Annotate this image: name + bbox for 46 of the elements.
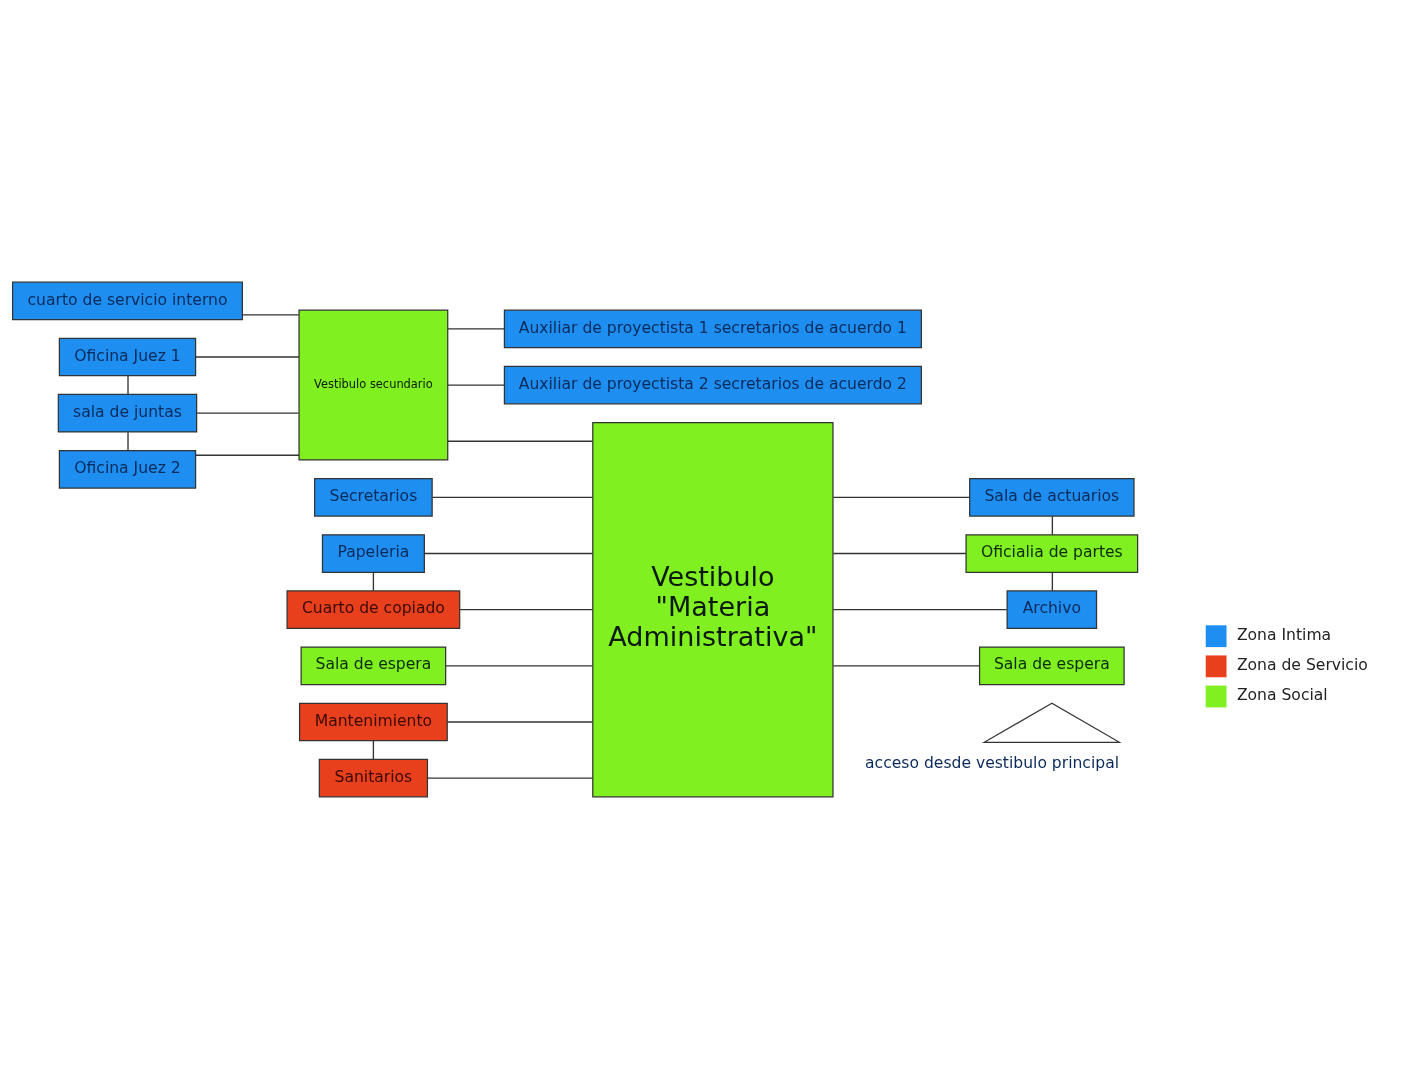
node-box: Papeleria — [321, 533, 425, 573]
connector — [127, 431, 129, 451]
connector — [372, 739, 375, 760]
node-triangle — [981, 702, 1122, 743]
connector — [447, 327, 506, 330]
node-box: Oficialia de partes — [965, 533, 1139, 573]
node-box: Oficina Juez 2 — [58, 449, 197, 489]
node-box: Auxiliar de proyectista 2 secretarios de acuerdo 2 — [503, 365, 922, 404]
connector — [195, 412, 300, 414]
connector — [431, 496, 594, 498]
node-box: Sala de actuarios — [969, 477, 1135, 517]
node-box: Secretarios — [314, 477, 433, 517]
node-box: Archivo — [1006, 589, 1098, 629]
node-box: Cuarto de copiado — [286, 589, 461, 629]
connector — [447, 383, 506, 386]
legend-label: Zona Intima — [1236, 625, 1332, 644]
node-box: sala de juntas — [57, 393, 198, 432]
node-box: Sala de espera — [978, 646, 1125, 685]
connector — [426, 776, 594, 779]
node-box: Sanitarios — [318, 758, 429, 797]
connector — [445, 664, 594, 666]
node-box: cuarto de servicio interno — [11, 281, 243, 320]
node-label: acceso desde vestibulo principal — [865, 753, 1120, 772]
connector — [832, 496, 971, 498]
connector — [127, 374, 129, 395]
node-box: Mantenimiento — [298, 702, 448, 741]
legend-label: Zona de Servicio — [1236, 655, 1368, 674]
connector — [241, 313, 300, 316]
node-box: Oficina Juez 1 — [58, 337, 197, 376]
connector — [459, 608, 594, 610]
connector — [447, 440, 594, 442]
connector — [195, 454, 300, 456]
connector — [832, 552, 967, 554]
connector — [423, 552, 594, 554]
node-box: Sala de espera — [300, 646, 447, 685]
node-box: Vestibulo "Materia Administrativa" — [592, 421, 834, 797]
connector — [1051, 571, 1054, 591]
connector — [195, 355, 300, 358]
node-box: Auxiliar de proyectista 1 secretarios de acuerdo 1 — [503, 309, 922, 348]
legend-label: Zona Social — [1236, 685, 1328, 704]
connector — [1051, 515, 1054, 535]
connector — [832, 608, 1008, 610]
connector — [832, 664, 980, 666]
node-box: Vestibulo secundario — [298, 309, 449, 461]
connector — [372, 571, 375, 591]
connector — [446, 720, 594, 723]
